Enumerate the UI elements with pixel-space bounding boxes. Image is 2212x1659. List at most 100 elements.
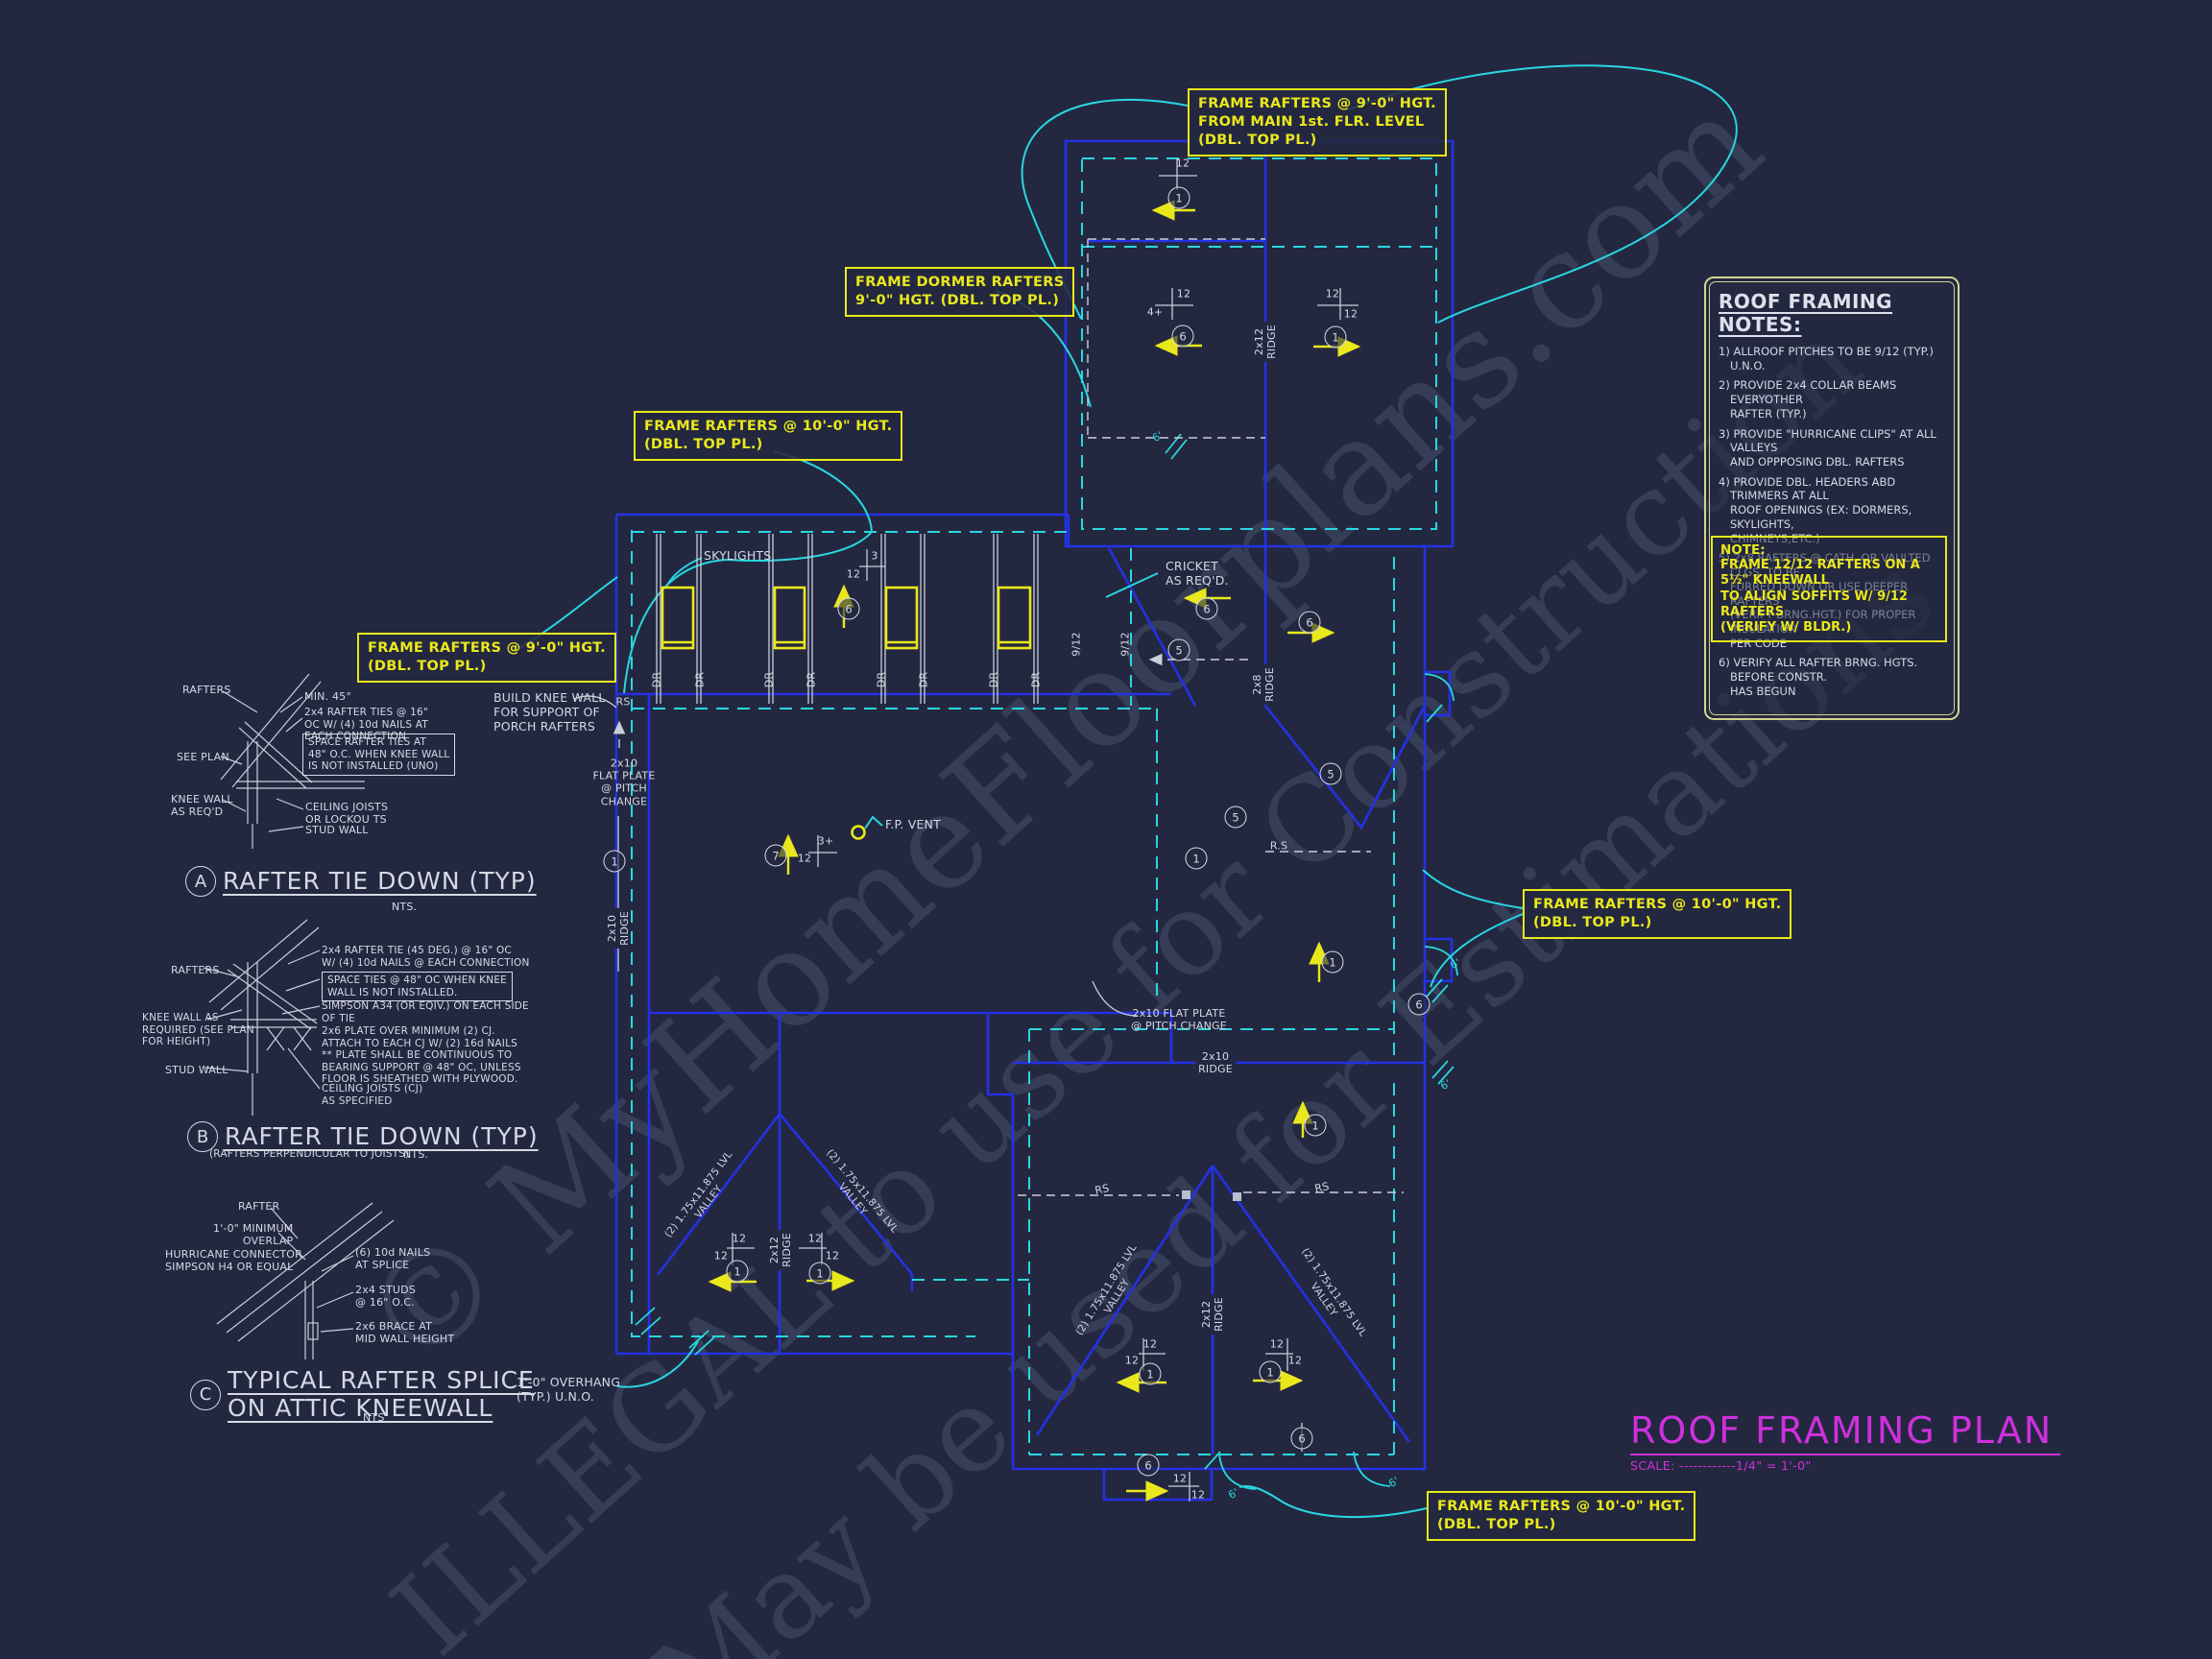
dr-label: DR: [917, 671, 930, 688]
detail-a-nts: NTS.: [392, 901, 418, 913]
cyan-ticks-and-arcs: [635, 433, 1458, 1490]
pitch-number: 12: [1269, 1337, 1285, 1351]
kneewall-note-box: NOTE: FRAME 12/12 RAFTERS ON A 5½" KNEEW…: [1711, 536, 1947, 643]
pitch-number: 12: [732, 1232, 747, 1245]
pitch-9-12-label: 9/12: [1118, 632, 1132, 657]
circled-number: 1: [726, 1260, 749, 1283]
dr-label: DR: [650, 671, 663, 688]
skylight: [997, 586, 1032, 650]
callout-frame-rafters-10-right: FRAME RAFTERS @ 10'-0" HGT. (DBL. TOP PL…: [1523, 889, 1792, 939]
plan-title: ROOF FRAMING PLAN: [1630, 1409, 2061, 1455]
detail-a-title: A RAFTER TIE DOWN (TYP): [185, 866, 537, 897]
pitch-number: 12: [1142, 1337, 1158, 1351]
circled-number: 1: [1185, 847, 1208, 870]
guides-gray-dashed: [613, 238, 1404, 1196]
pitch-number: 12: [797, 852, 812, 865]
detail-a-min45-label: MIN. 45°: [304, 690, 352, 703]
detail-b-rafters-label: RAFTERS: [171, 964, 220, 976]
pitch-number: 12: [713, 1249, 729, 1262]
eave-lines-cyan-dashed: [631, 157, 1437, 1455]
ridge-label-2x10-porch: 2x10 RIDGE: [605, 908, 632, 949]
circled-number: 1: [603, 850, 626, 873]
pitch-number: 12: [1172, 1472, 1188, 1485]
pitch-number: 12: [1325, 287, 1340, 301]
dr-label: DR: [693, 671, 707, 688]
callout-frame-dormer-rafters: FRAME DORMER RAFTERS 9'-0" HGT. (DBL. TO…: [845, 267, 1075, 317]
rs-label: RS: [615, 695, 631, 709]
pitch-number: 12: [1175, 156, 1190, 170]
notes-title: ROOF FRAMING NOTES:: [1719, 290, 1893, 336]
callout-frame-rafters-10-bottom: FRAME RAFTERS @ 10'-0" HGT. (DBL. TOP PL…: [1427, 1491, 1696, 1541]
dr-label: DR: [805, 671, 818, 688]
detail-c-overlap-label: 1'-0" MINIMUM OVERLAP: [213, 1222, 294, 1248]
skylight: [661, 586, 695, 650]
slope-arrows-yellow: [708, 200, 1361, 1502]
circled-number: 1: [1167, 186, 1190, 209]
pitch-number: 4+: [1146, 305, 1164, 319]
callout-frame-rafters-9-left: FRAME RAFTERS @ 9'-0" HGT. (DBL. TOP PL.…: [357, 633, 616, 683]
detail-a-key: A: [185, 866, 216, 897]
detail-b-title: B RAFTER TIE DOWN (TYP): [187, 1121, 539, 1152]
detail-a-ceiling-label: CEILING JOISTS OR LOCKOU TS: [305, 801, 389, 827]
note-item: 3) PROVIDE "HURRICANE CLIPS" AT ALL VALL…: [1719, 426, 1936, 469]
pitch-number: 3+: [817, 834, 834, 848]
pitch-number: 12: [846, 567, 861, 581]
circled-number: 6: [1137, 1454, 1160, 1477]
circled-number: 7: [764, 844, 787, 867]
detail-b-stud-label: STUD WALL: [165, 1064, 228, 1076]
ridge-label-2x12-top: 2x12 RIDGE: [1252, 322, 1279, 362]
detail-c-hurricane-label: HURRICANE CONNECTOR SIMPSON H4 OR EQUAL: [165, 1248, 302, 1274]
detail-c-sketch: [216, 1202, 395, 1359]
pitch-number: 12: [807, 1232, 823, 1245]
pitch-number: 12: [1287, 1354, 1303, 1367]
circled-number: 1: [808, 1262, 831, 1285]
dr-label: DR: [1029, 671, 1043, 688]
detail-a-stud-label: STUD WALL: [305, 824, 369, 836]
circled-number: 1: [1139, 1362, 1162, 1385]
dr-label: DR: [875, 671, 888, 688]
detail-b-knee-wall-label: KNEE WALL AS REQUIRED (SEE PLAN FOR HEIG…: [142, 1012, 254, 1048]
detail-c-title: C TYPICAL RAFTER SPLICE ON ATTIC KNEEWAL…: [190, 1366, 535, 1423]
framing-gray: [573, 158, 1358, 1502]
ridge-label-2x10-rear: 2x10 RIDGE: [1195, 1049, 1236, 1076]
circled-number: 6: [1407, 993, 1431, 1016]
note-item: 1) ALLROOF PITCHES TO BE 9/12 (TYP.) U.N…: [1719, 345, 1934, 373]
circled-number: 6: [1298, 611, 1321, 634]
detail-b-tie-label: 2x4 RAFTER TIE (45 DEG.) @ 16" OC W/ (4)…: [322, 945, 530, 969]
detail-c-rafter-label: RAFTER: [238, 1200, 280, 1213]
skylights-group: [661, 586, 1032, 840]
fp-vent-circle: [851, 825, 866, 840]
detail-c-studs-label: 2x4 STUDS @ 16" O.C.: [355, 1284, 417, 1310]
pitch-number: 12: [825, 1249, 840, 1262]
circled-number: 6: [1195, 597, 1218, 620]
detail-a-knee-wall-label: KNEE WALL AS REQ'D: [171, 793, 233, 819]
circled-number: 1: [1304, 1114, 1327, 1137]
detail-a-rafters-label: RAFTERS: [182, 684, 231, 696]
detail-b-subtitle: (RAFTERS PERPENDICULAR TO JOISTS): [209, 1148, 410, 1160]
detail-a-space-note: SPACE RAFTER TIES AT 48" O.C. WHEN KNEE …: [302, 733, 456, 776]
detail-b-nts: NTS.: [403, 1148, 429, 1161]
detail-b-simpson-label: SIMPSON A34 (OR EQIV.) ON EACH SIDE OF T…: [322, 1000, 529, 1024]
detail-b-key: B: [187, 1121, 218, 1152]
overhang-label: 1'-0" OVERHANG (TYP.) U.N.O.: [517, 1375, 621, 1404]
fp-vent-label: F.P. VENT: [885, 817, 941, 831]
pitch-number: 12: [1176, 287, 1191, 301]
callout-frame-rafters-top: FRAME RAFTERS @ 9'-0" HGT. FROM MAIN 1st…: [1188, 88, 1447, 156]
detail-b-space-note: SPACE TIES @ 48" OC WHEN KNEE WALL IS NO…: [322, 972, 513, 1002]
circled-number: 5: [1319, 762, 1342, 785]
ridge-label-2x8-cricket: 2x8 RIDGE: [1250, 664, 1277, 705]
ridge-label-2x12-rear: 2x12 RIDGE: [1199, 1294, 1226, 1334]
circled-number: 1: [1324, 325, 1347, 349]
circled-number: 6: [1171, 325, 1194, 348]
dr-label: DR: [987, 671, 1000, 688]
detail-a-see-plan-label: SEE PLAN: [177, 751, 229, 763]
circled-number: 5: [1167, 638, 1190, 661]
valley-anchor-squares: [1182, 1190, 1241, 1201]
detail-b-cj-label: CEILING JOISTS (CJ) AS SPECIFIED: [322, 1083, 423, 1107]
circled-number: 5: [1224, 805, 1247, 829]
callout-frame-rafters-10-upper: FRAME RAFTERS @ 10'-0" HGT. (DBL. TOP PL…: [634, 411, 903, 461]
pitch-number: 12: [1343, 307, 1358, 321]
detail-c-brace-label: 2x6 BRACE AT MID WALL HEIGHT: [355, 1320, 455, 1346]
